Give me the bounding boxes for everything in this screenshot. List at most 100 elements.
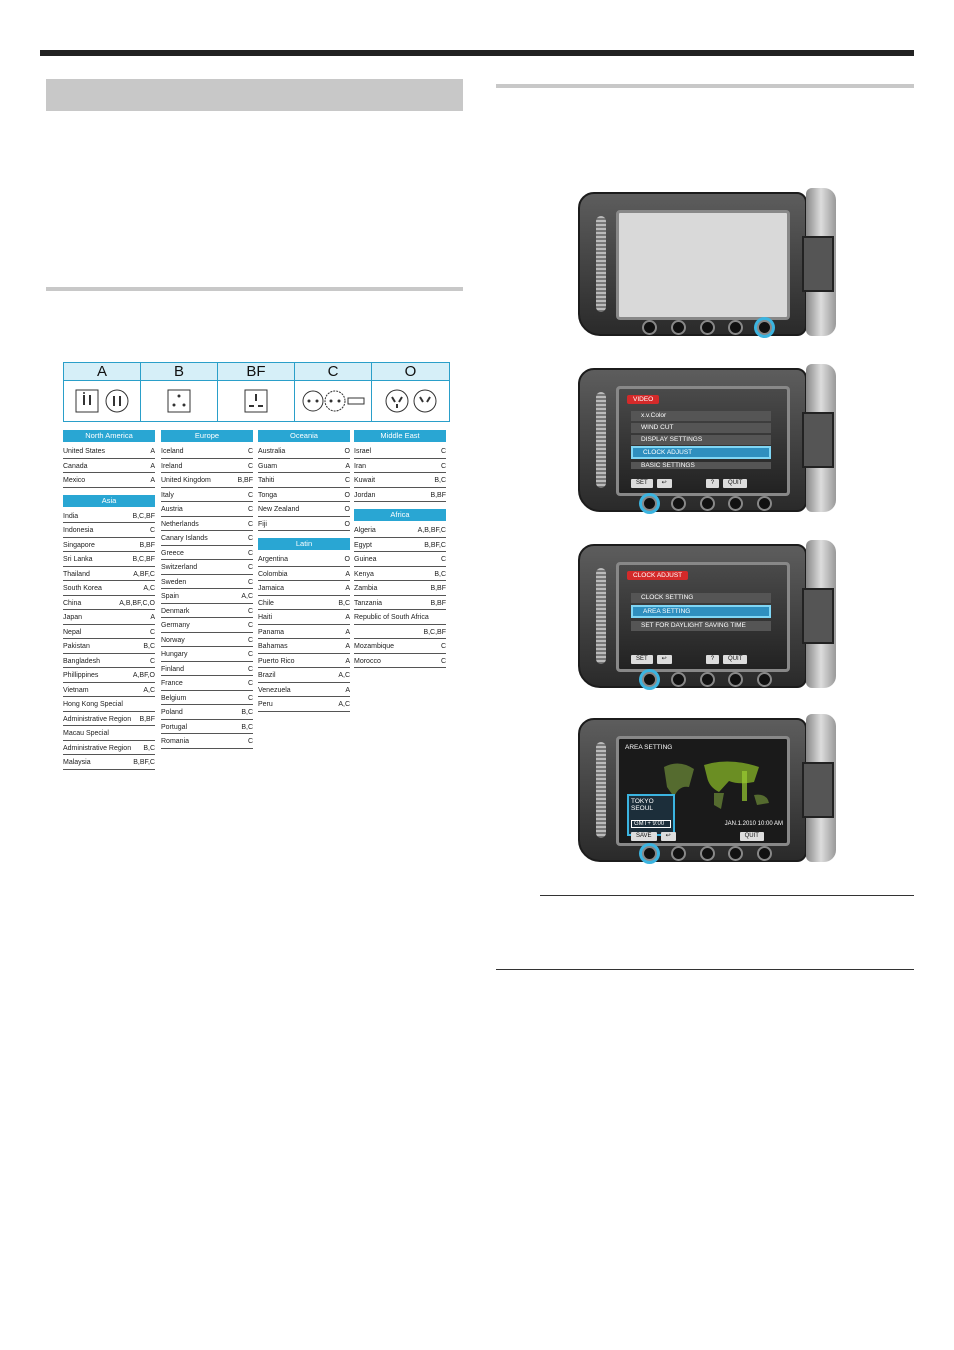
back-button[interactable]: ↩ xyxy=(660,832,676,841)
camera-step-2: VIDEO x.v.Color WIND CUT DISPLAY SETTING… xyxy=(578,364,836,512)
menu-item[interactable]: CLOCK SETTING xyxy=(631,593,771,603)
quit-button[interactable]: QUIT xyxy=(739,832,764,841)
plug-type-value: B,BF xyxy=(430,599,446,607)
region-middle-east: Middle East xyxy=(354,430,446,442)
camera-button-3[interactable] xyxy=(699,496,715,511)
ok-button[interactable] xyxy=(642,846,657,861)
country-name: South Korea xyxy=(63,585,102,592)
menu-item-selected[interactable]: AREA SETTING xyxy=(631,605,771,618)
camera-button-3[interactable] xyxy=(699,320,715,335)
plug-type-value: C xyxy=(247,578,253,586)
help-button[interactable]: ? xyxy=(705,655,720,664)
menu-item[interactable]: DISPLAY SETTINGS xyxy=(631,435,771,445)
plug-type-value: O xyxy=(344,520,350,528)
country-name: Spain xyxy=(161,593,179,600)
camera-button-2[interactable] xyxy=(670,496,686,511)
plug-type-value: B,C xyxy=(338,599,350,607)
camera-button-2[interactable] xyxy=(670,320,686,335)
plug-type-value: O xyxy=(344,556,350,563)
menu-item[interactable]: SET FOR DAYLIGHT SAVING TIME xyxy=(631,621,771,631)
menu-button[interactable] xyxy=(757,320,772,335)
menu-item[interactable]: BASIC SETTINGS xyxy=(631,462,771,469)
camera-button-2[interactable] xyxy=(670,846,686,861)
ok-button[interactable] xyxy=(642,496,657,511)
country-name: Brazil xyxy=(258,672,276,679)
camera-button-4[interactable] xyxy=(728,846,744,861)
help-button[interactable]: ? xyxy=(705,479,720,488)
camera-button-4[interactable] xyxy=(728,320,744,335)
plug-type-value: A xyxy=(345,628,350,636)
country-name: Hungary xyxy=(161,651,188,658)
back-button[interactable]: ↩ xyxy=(656,655,672,664)
ok-button[interactable] xyxy=(642,672,657,687)
plug-c-icon xyxy=(295,381,372,421)
country-name: Kuwait xyxy=(354,477,376,484)
lcd-screen: VIDEO x.v.Color WIND CUT DISPLAY SETTING… xyxy=(616,386,790,496)
country-name: Morocco xyxy=(354,657,381,665)
camera-button-3[interactable] xyxy=(699,846,715,861)
menu-item-selected[interactable]: CLOCK ADJUST xyxy=(631,446,771,459)
country-name: Canada xyxy=(63,462,88,470)
plug-type-value: C xyxy=(440,448,446,455)
camera-button-3[interactable] xyxy=(699,672,715,687)
menu-item[interactable]: x.v.Color xyxy=(631,411,771,421)
ok-button[interactable] xyxy=(642,320,657,335)
menu-button[interactable] xyxy=(757,672,772,687)
quit-button[interactable]: QUIT xyxy=(723,655,748,664)
set-button[interactable]: SET xyxy=(631,479,653,488)
camera-buttons xyxy=(642,496,772,511)
save-button[interactable]: SAVE xyxy=(631,832,657,841)
country-name: Netherlands xyxy=(161,520,199,528)
camera-buttons xyxy=(642,846,772,861)
camera-button-2[interactable] xyxy=(670,672,686,687)
country-name: Belgium xyxy=(161,694,187,702)
set-button[interactable]: SET xyxy=(631,655,653,664)
menu-button[interactable] xyxy=(757,496,772,511)
country-row: Hong Kong Special xyxy=(63,698,155,712)
country-name: Iceland xyxy=(161,448,184,455)
country-name: United States xyxy=(63,448,106,455)
menu-item[interactable]: WIND CUT xyxy=(631,423,771,433)
city-selection-box[interactable]: TOKYO SEOUL GMT+ 9:00 xyxy=(627,794,675,836)
back-button[interactable]: ↩ xyxy=(656,479,672,488)
plug-type-value: A,C xyxy=(143,585,155,592)
menu-button[interactable] xyxy=(757,846,772,861)
camera-body: VIDEO x.v.Color WIND CUT DISPLAY SETTING… xyxy=(578,368,807,512)
plug-type-value: B,BF xyxy=(430,491,446,499)
country-name: Bangladesh xyxy=(63,657,100,665)
area-title: AREA SETTING xyxy=(625,744,673,751)
plug-type-value: C xyxy=(149,527,155,534)
camera-button-4[interactable] xyxy=(728,672,744,687)
camera-button-4[interactable] xyxy=(728,496,744,511)
country-name: Finland xyxy=(161,665,184,673)
quit-button[interactable]: QUIT xyxy=(723,479,748,488)
country-name: Portugal xyxy=(161,723,188,731)
